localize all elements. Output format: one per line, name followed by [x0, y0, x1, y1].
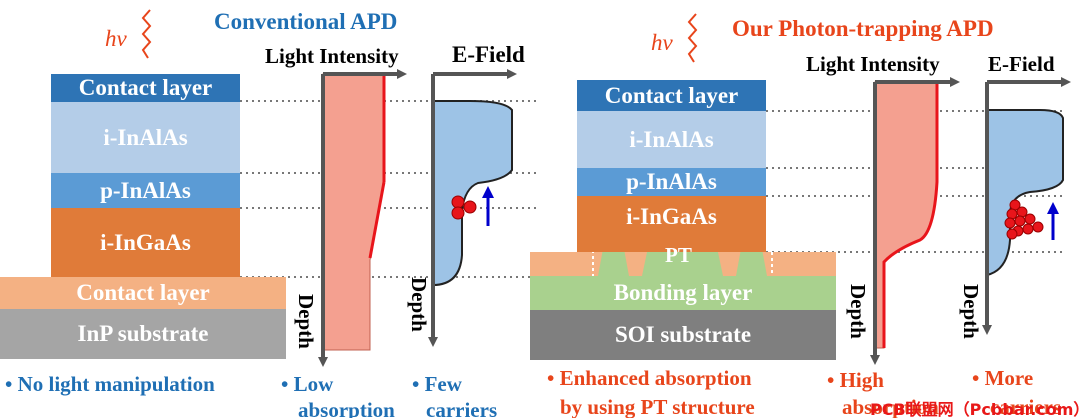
layer-contact-bottom-left: Contact layer	[0, 277, 286, 309]
layer-i-inalas-right: i-InAlAs	[577, 111, 766, 168]
efield-profile-right	[986, 109, 1064, 277]
layer-substrate-left: InP substrate	[0, 309, 286, 359]
efield-label-right: E-Field	[988, 52, 1055, 76]
bullet-enhanced-absorption-l1: • Enhanced absorption	[547, 366, 752, 390]
carrier-dot	[451, 195, 465, 209]
watermark: PCB联盟网（Pcbbar.com）	[870, 400, 1080, 418]
bullet-low-absorption-l1: • Low	[281, 372, 334, 396]
carrier-dot	[1032, 221, 1044, 233]
bullet-no-light-manipulation: • No light manipulation	[5, 372, 215, 396]
carrier-dot	[463, 200, 477, 214]
carrier-cluster-right	[1004, 199, 1044, 240]
bullet-high-absorption-l2: absorption	[842, 395, 939, 418]
efield-label-left: E-Field	[452, 42, 525, 67]
layer-p-inalas-left: p-InAlAs	[51, 173, 240, 208]
bullet-few-carriers-l2: carriers	[426, 398, 498, 418]
carrier-dot	[1022, 223, 1034, 235]
depth-label-efield-right: Depth	[959, 284, 983, 339]
layer-substrate-right: SOI substrate	[530, 310, 836, 360]
depth-label-efield-left: Depth	[407, 277, 431, 332]
bullet-low-absorption-l2: absorption	[298, 398, 395, 418]
layer-i-ingaas-left: i-InGaAs	[51, 208, 240, 277]
light-intensity-profile-left	[322, 73, 385, 351]
carrier-dot	[1016, 206, 1028, 218]
hv-label-right: hv	[651, 30, 673, 55]
intensity-edge-left	[368, 181, 386, 259]
carrier-dot	[1006, 228, 1018, 240]
light-intensity-label-left: Light Intensity	[265, 44, 399, 68]
light-intensity-label-right: Light Intensity	[806, 52, 940, 76]
layer-p-inalas-right: p-InAlAs	[577, 168, 766, 196]
layer-i-ingaas-right: i-InGaAs	[577, 196, 766, 252]
depth-label-intensity-right: Depth	[846, 284, 870, 339]
layer-contact-top-right: Contact layer	[577, 80, 766, 111]
layer-bonding-right: Bonding layer	[530, 276, 836, 310]
carrier-arrow-head-left	[482, 186, 494, 198]
carrier-dot	[451, 206, 465, 220]
carrier-dot	[1014, 215, 1026, 227]
carrier-dot	[1004, 217, 1016, 229]
conventional-apd-title: Conventional APD	[214, 9, 398, 34]
bullet-few-carriers-l1: • Few	[412, 372, 462, 396]
efield-profile-left	[432, 100, 513, 287]
bullet-high-absorption-l1: • High	[827, 368, 884, 392]
hv-label-left: hv	[105, 26, 127, 51]
layer-i-inalas-left: i-InAlAs	[51, 102, 240, 173]
photon-trapping-apd-title: Our Photon-trapping APD	[732, 16, 994, 41]
layer-contact-top-left: Contact layer	[51, 74, 240, 102]
depth-label-intensity-left: Depth	[294, 294, 318, 349]
bullet-more-carriers-l2: carriers	[990, 395, 1062, 418]
carrier-dot	[1024, 213, 1036, 225]
photon-squiggle-right	[687, 13, 698, 63]
photon-squiggle-left	[141, 9, 152, 59]
bullet-more-carriers-l1: • More	[972, 366, 1034, 390]
carrier-arrow-head-right	[1047, 202, 1059, 214]
pt-label: PT	[665, 243, 692, 267]
bullet-enhanced-absorption-l2: by using PT structure	[560, 395, 755, 418]
carrier-dot	[1006, 208, 1018, 220]
intensity-edge-right	[882, 82, 939, 348]
